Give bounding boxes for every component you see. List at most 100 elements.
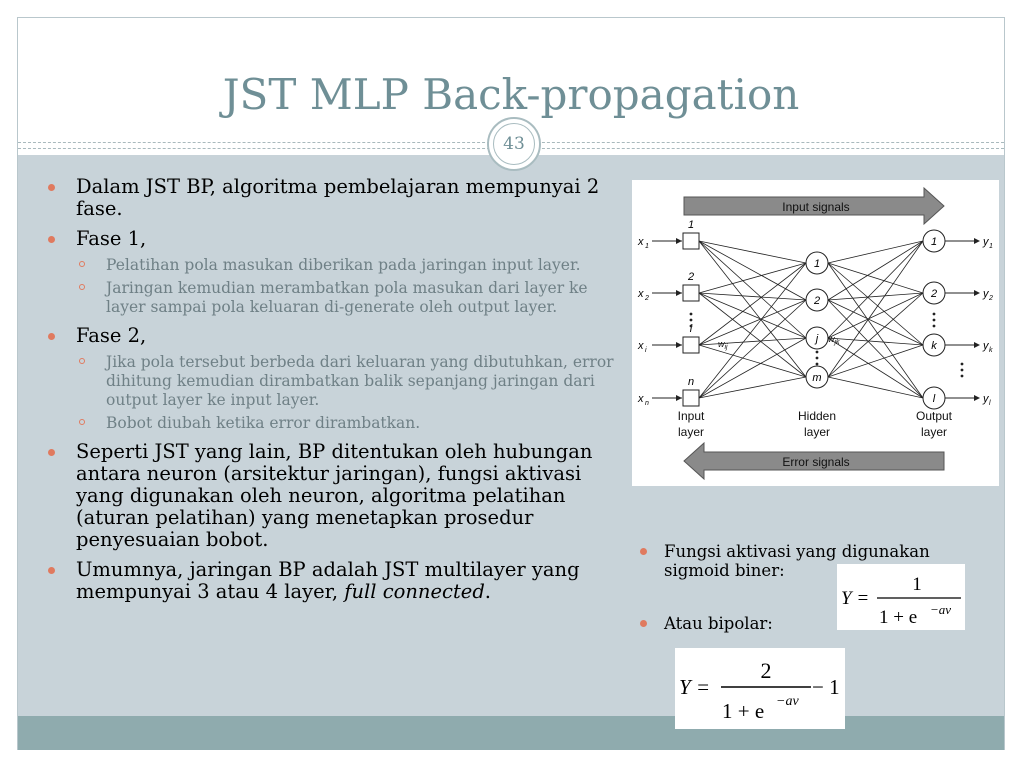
ellipsis-dot — [689, 318, 693, 322]
weight-ij-label: wij — [718, 339, 728, 351]
input-node-label: 2 — [687, 271, 694, 283]
hidden-output-connection — [827, 240, 924, 301]
ellipsis-dot — [960, 374, 964, 378]
hidden-output-connection — [827, 299, 924, 399]
hidden-layer-label: Hidden — [798, 409, 836, 423]
ellipsis-dot — [932, 318, 936, 322]
formula-exponent: −av — [930, 602, 951, 617]
x-label: x — [637, 393, 644, 405]
input-hidden-connection — [698, 292, 807, 301]
input-hidden-connection — [698, 262, 807, 346]
input-arrowhead — [676, 342, 682, 348]
bullet-item: Fase 2, Jika pola tersebut berbeda dari … — [46, 325, 616, 433]
right-bullet-item: Fungsi aktivasi yang digunakan sigmoid b… — [638, 542, 978, 580]
ellipsis-dot — [815, 362, 819, 366]
bullet-text: Fase 2, — [76, 324, 147, 347]
right-bullet-text: Atau bipolar: — [664, 614, 773, 633]
hidden-output-connection — [827, 262, 924, 294]
bullet-text: Dalam JST BP, algoritma pembelajaran mem… — [76, 175, 600, 220]
input-hidden-connection — [698, 240, 807, 301]
sigmoid-bipolar-formula: Y = 2 1 + e −av − 1 — [675, 648, 845, 729]
output-arrowhead — [974, 290, 980, 296]
hidden-node — [805, 251, 829, 275]
input-hidden-connection — [698, 262, 807, 294]
input-hidden-connection — [698, 292, 807, 378]
hidden-layer-label-2: layer — [804, 425, 830, 439]
input-hidden-connection — [698, 240, 807, 339]
footer-bar — [18, 716, 1004, 750]
input-signals-arrow — [683, 186, 945, 226]
x-subscript: n — [645, 400, 649, 407]
sub-bullet-list: Jika pola tersebut berbeda dari keluaran… — [76, 353, 616, 433]
input-node — [682, 284, 700, 302]
bullet-text-italic: full connected — [344, 580, 485, 603]
input-layer-label-2: layer — [678, 425, 704, 439]
hidden-node — [805, 365, 829, 389]
hidden-output-connection — [827, 240, 924, 264]
y-subscript: k — [989, 347, 993, 354]
hidden-output-connection — [827, 292, 924, 378]
bullet-text-end: . — [484, 580, 491, 603]
hidden-output-connection — [827, 344, 924, 378]
sigmoid-binary-formula: Y = 1 1 + e −av — [837, 564, 965, 630]
hidden-output-connection — [827, 240, 924, 378]
formula-denominator: 1 + e — [722, 699, 764, 723]
hidden-node — [805, 288, 829, 312]
input-hidden-connection — [698, 376, 807, 399]
ellipsis-dot — [815, 350, 819, 354]
output-arrowhead — [974, 238, 980, 244]
input-node — [682, 389, 700, 407]
input-hidden-connection — [698, 337, 807, 399]
output-node-label: 1 — [931, 236, 937, 248]
hidden-output-connection — [827, 337, 924, 346]
x-label: x — [637, 236, 644, 248]
input-node-label: n — [688, 376, 694, 388]
output-arrowhead — [974, 395, 980, 401]
formula-lhs: Y = — [841, 588, 869, 609]
hidden-output-connection — [827, 292, 924, 339]
slide-title: JST MLP Back-propagation — [222, 70, 800, 119]
input-arrowhead — [676, 238, 682, 244]
slide-number-badge: 43 — [487, 117, 541, 171]
sub-bullet-text: Jika pola tersebut berbeda dari keluaran… — [106, 353, 614, 409]
hidden-output-connection — [827, 262, 924, 346]
input-hidden-connection — [698, 262, 807, 399]
input-hidden-connection — [698, 240, 807, 378]
sub-bullet-item: Pelatihan pola masukan diberikan pada ja… — [76, 256, 616, 275]
hidden-output-connection — [827, 337, 924, 399]
ellipsis-dot — [689, 312, 693, 316]
hidden-node — [805, 326, 829, 350]
bullet-item: Fase 1, Pelatihan pola masukan diberikan… — [46, 228, 616, 317]
formula-numerator: 1 — [912, 574, 922, 595]
sub-bullet-text: Bobot diubah ketika error dirambatkan. — [106, 414, 421, 432]
right-bullet-list-2: Atau bipolar: — [638, 614, 978, 641]
bullet-item: Dalam JST BP, algoritma pembelajaran mem… — [46, 176, 616, 220]
hidden-output-connection — [827, 299, 924, 346]
main-bullet-list: Dalam JST BP, algoritma pembelajaran mem… — [46, 176, 616, 611]
formula-denominator: 1 + e — [879, 607, 917, 628]
ellipsis-dot — [815, 356, 819, 360]
sub-bullet-item: Bobot diubah ketika error dirambatkan. — [76, 414, 616, 433]
hidden-output-connection — [827, 292, 924, 301]
bullet-item: Umumnya, jaringan BP adalah JST multilay… — [46, 559, 616, 603]
formula-numerator: 2 — [761, 658, 772, 683]
right-bullet-text: Fungsi aktivasi yang digunakan sigmoid b… — [664, 542, 930, 580]
hidden-output-connection — [827, 376, 924, 399]
input-node-label: i — [690, 323, 693, 335]
connections — [698, 240, 924, 399]
output-node-label: l — [933, 393, 936, 405]
y-label: y — [982, 236, 990, 248]
input-hidden-connection — [698, 240, 807, 264]
y-label: y — [982, 288, 990, 300]
slide-number: 43 — [493, 123, 535, 165]
ellipsis-dot — [932, 312, 936, 316]
sub-bullet-item: Jika pola tersebut berbeda dari keluaran… — [76, 353, 616, 410]
output-node-label: 2 — [930, 288, 937, 300]
weight-jk-label: wjk — [828, 334, 840, 346]
input-arrowhead — [676, 290, 682, 296]
input-layer-label: Input — [678, 409, 705, 423]
formula-lhs: Y = — [679, 675, 710, 699]
bullet-text: Fase 1, — [76, 227, 147, 250]
